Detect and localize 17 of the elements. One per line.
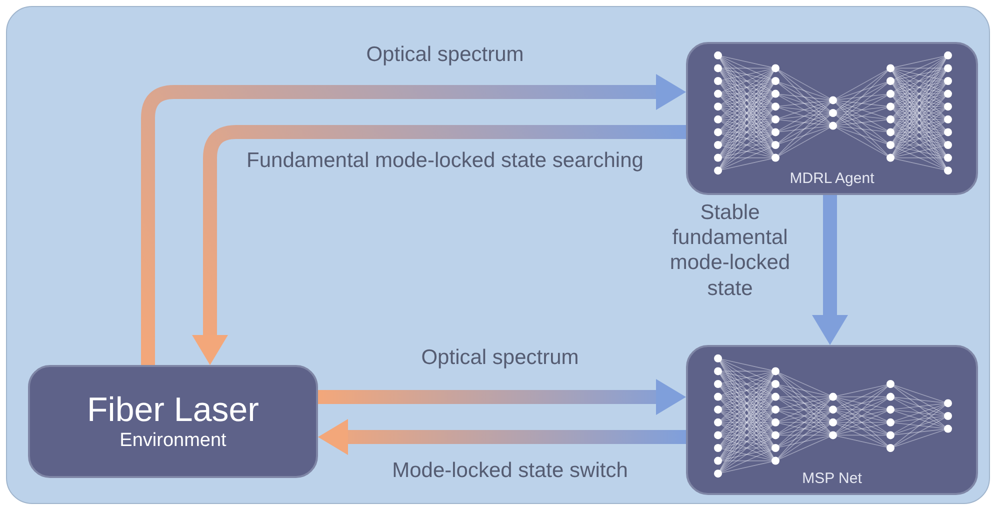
arrow xyxy=(318,379,686,415)
arrow xyxy=(318,419,686,455)
arrow xyxy=(812,195,848,345)
network-label: MDRL Agent xyxy=(790,170,874,187)
network-box xyxy=(686,345,978,495)
node-subtitle: Environment xyxy=(120,430,226,452)
edge-label: Optical spectrum xyxy=(365,42,525,68)
environment-box xyxy=(28,365,318,478)
network-label: MSP Net xyxy=(802,470,862,487)
edge-label: Stable fundamental mode-locked state xyxy=(668,200,792,301)
edge-label: Optical spectrum xyxy=(420,345,580,370)
network-box xyxy=(686,42,978,195)
edge-label: Fundamental mode-locked state searching xyxy=(246,148,644,174)
arrow xyxy=(192,125,686,365)
node-title: Fiber Laser xyxy=(87,391,259,430)
arrow xyxy=(141,74,686,365)
edge-label: Mode-locked state switch xyxy=(391,458,629,484)
